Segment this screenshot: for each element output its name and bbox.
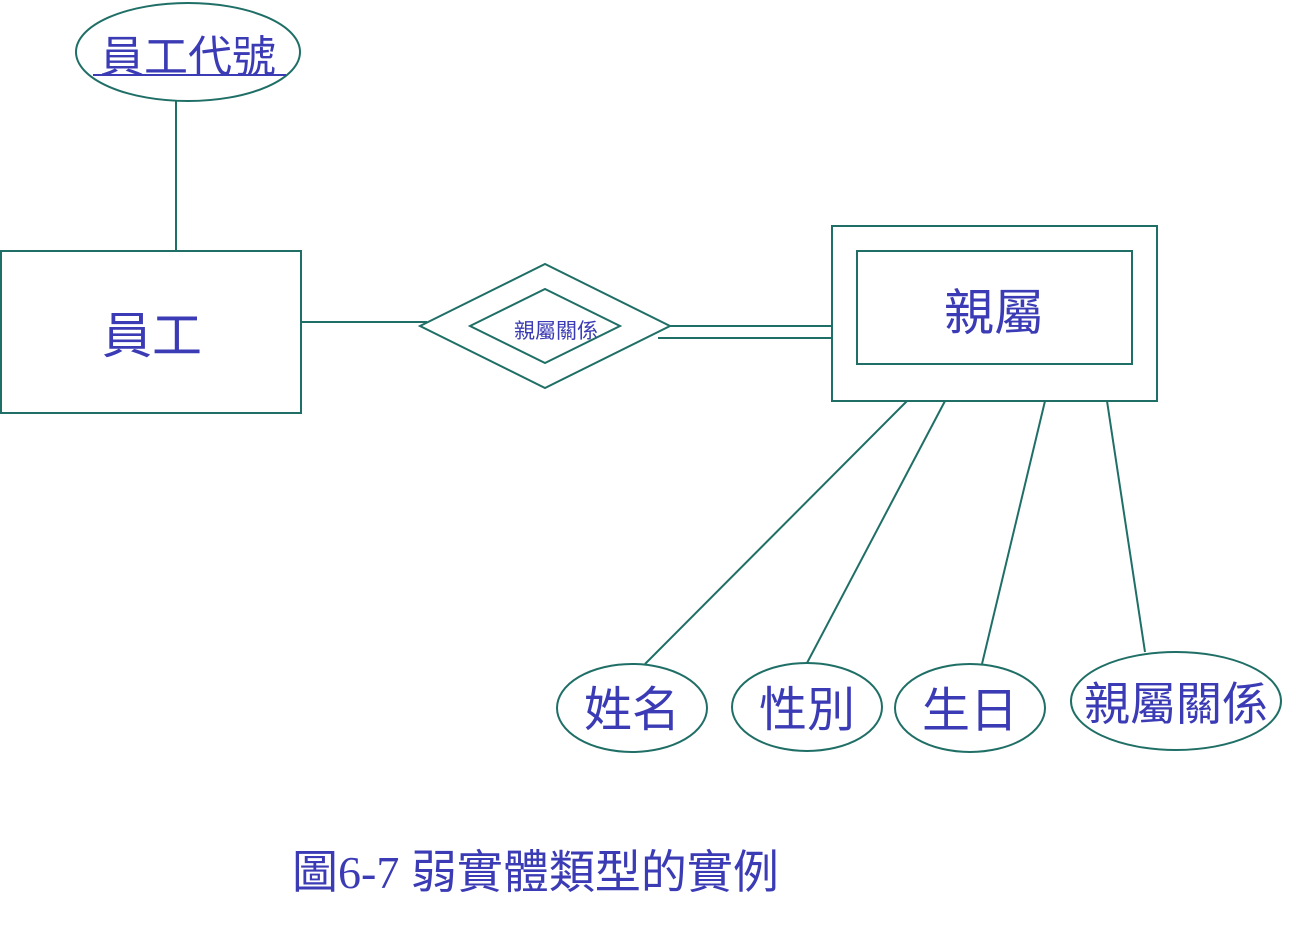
- entity-dependent-outer-box: [831, 225, 1158, 402]
- entity-dependent-inner-box: [856, 250, 1133, 365]
- connector-name: [644, 400, 908, 665]
- entity-dependent-label: 親屬: [944, 284, 1044, 342]
- connector-relation: [1106, 400, 1146, 653]
- entity-dependent: 親屬: [831, 225, 1158, 402]
- relationship-label: 親屬關係: [514, 319, 598, 343]
- relationship-dependents-of: 親屬關係: [417, 262, 673, 390]
- attribute-name-ellipse: [556, 663, 708, 753]
- entity-employee-label: 員工: [102, 307, 202, 365]
- entity-employee-box: [0, 250, 302, 414]
- attribute-relation-label: 親屬關係: [1084, 677, 1268, 731]
- entity-employee: 員工: [0, 250, 302, 414]
- attribute-birthday-ellipse: [894, 663, 1046, 753]
- attribute-employee-id-ellipse: [75, 2, 301, 102]
- attribute-employee-id: 員工代號: [75, 2, 301, 102]
- relationship-inner-diamond: [467, 287, 623, 365]
- attribute-birthday: 生日: [894, 663, 1046, 753]
- figure-caption: 圖6-7 弱實體類型的實例: [292, 847, 779, 898]
- attribute-gender-ellipse: [731, 662, 883, 752]
- attribute-name-label: 姓名: [584, 682, 680, 738]
- attribute-name: 姓名: [556, 663, 708, 753]
- connector-birthday: [981, 400, 1046, 665]
- attribute-relation: 親屬關係: [1070, 651, 1282, 751]
- attribute-birthday-label: 生日: [922, 683, 1018, 739]
- attribute-relation-ellipse: [1070, 651, 1282, 751]
- connector-gender: [806, 400, 946, 664]
- attribute-gender-label: 性別: [759, 682, 855, 738]
- attribute-gender: 性別: [731, 662, 883, 752]
